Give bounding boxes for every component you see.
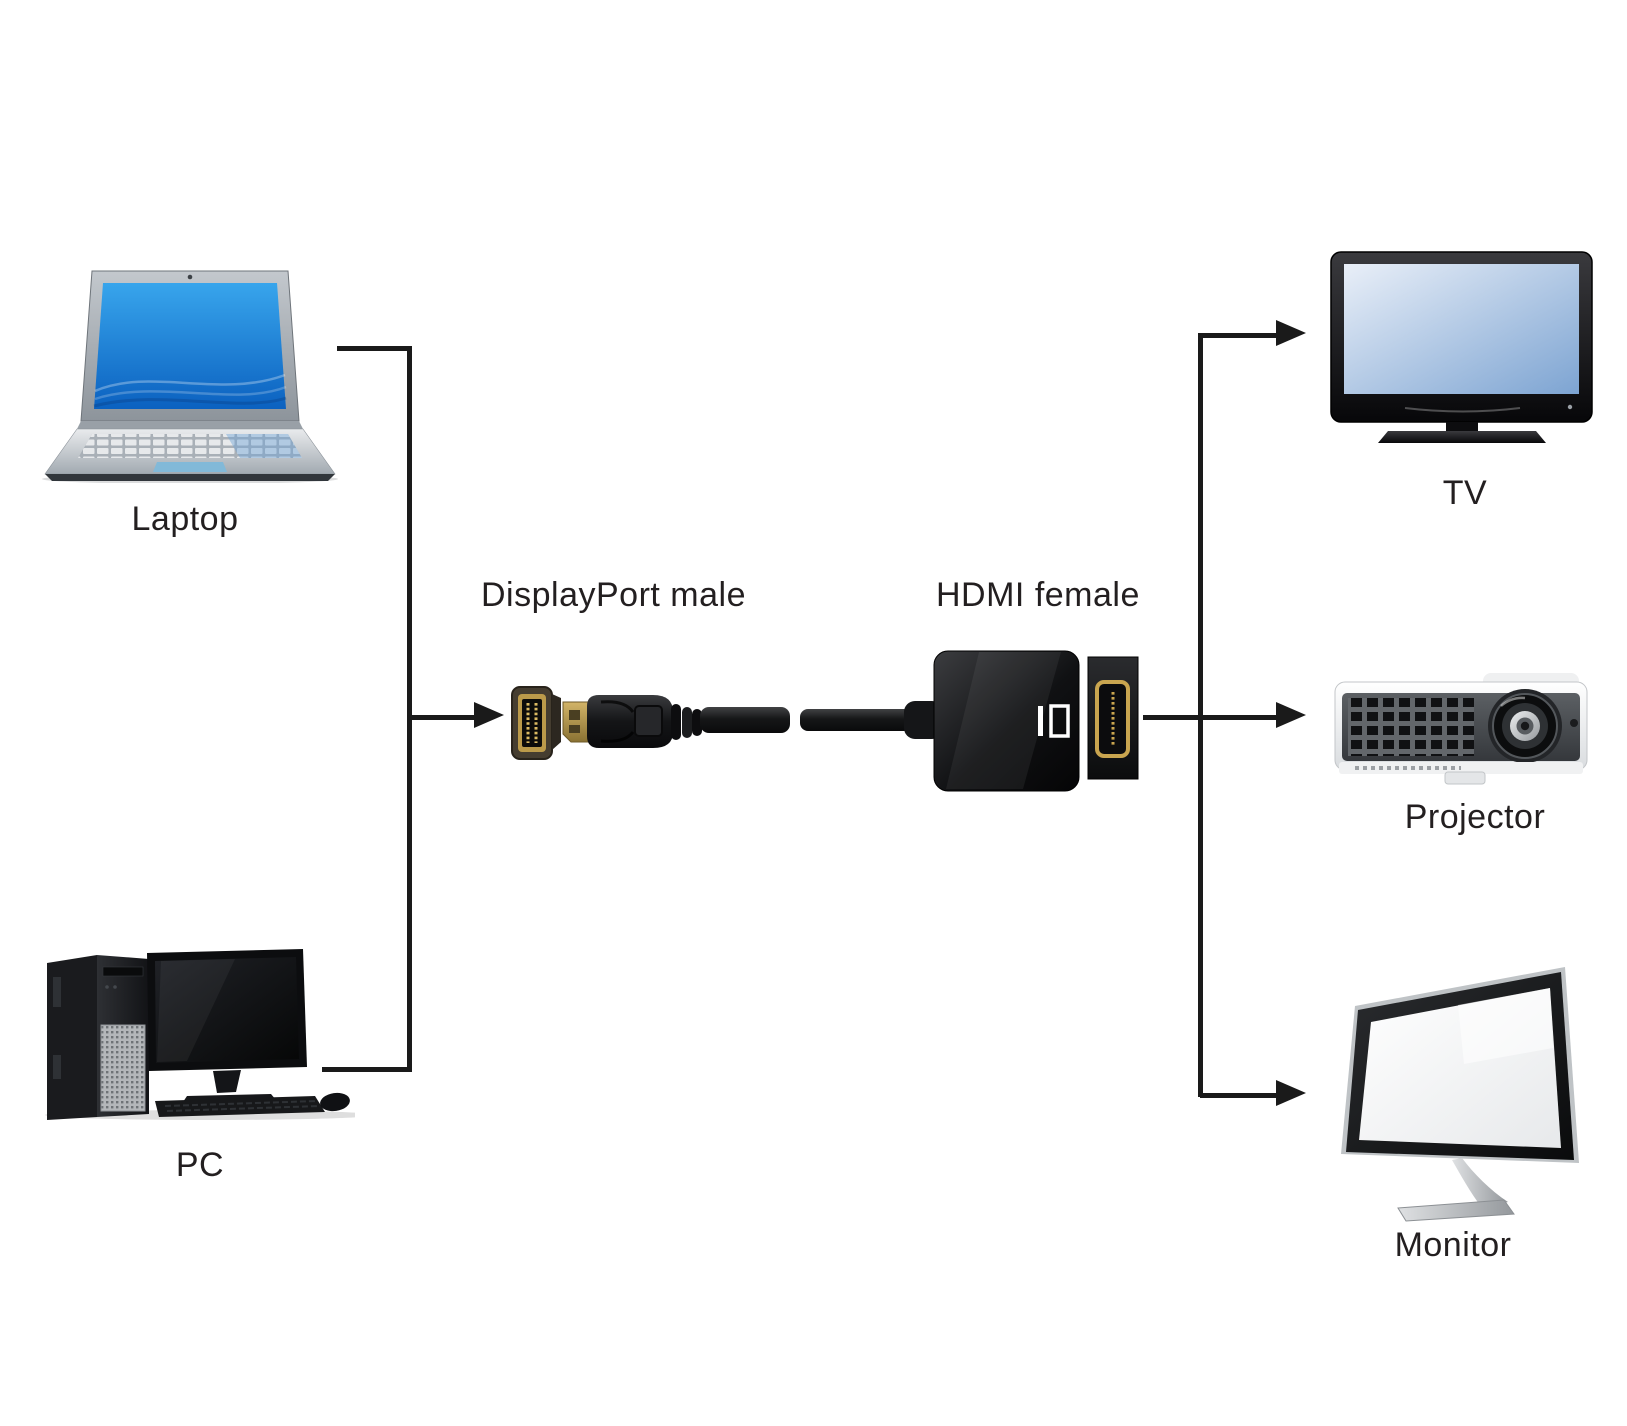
pc-optical-drive (102, 966, 144, 977)
arrowhead-to-monitor-icon (1276, 1080, 1306, 1106)
tv-stand-neck (1446, 422, 1478, 431)
tv-bezel-glint (1404, 407, 1521, 413)
adapter-logo-screen (1049, 704, 1070, 738)
displayport-connector-slot (522, 699, 542, 747)
displayport-plug-tip-pin (569, 725, 580, 733)
laptop-image (42, 270, 338, 483)
displayport-plug-tip (562, 701, 591, 743)
hdmi-female-label: HDMI female (936, 576, 1140, 614)
projector-lens-pupil (1520, 721, 1530, 731)
monitor-stand-neck (1452, 1158, 1508, 1208)
pc-image (45, 949, 355, 1120)
monitor-screen-reflection (1458, 988, 1553, 1064)
connector-line-right-vertical (1198, 333, 1203, 1097)
displayport-plug-image (562, 695, 790, 748)
displayport-plug-button (634, 705, 663, 737)
cable-wrinkle (671, 704, 681, 740)
displayport-plug-tip-pin (569, 710, 580, 720)
pc-usb-ports (113, 985, 117, 989)
arrowhead-to-projector-icon (1276, 702, 1306, 728)
laptop-keyboard-reflection (226, 434, 302, 458)
pc-label: PC (175, 1146, 225, 1184)
hdmi-port-image (1087, 656, 1139, 780)
connector-line-to-tv (1200, 333, 1277, 338)
projector-lens-highlight (1500, 696, 1526, 707)
pc-power-button (105, 985, 109, 989)
adapter-cable-image (511, 650, 1139, 792)
laptop-screen (94, 283, 286, 409)
adapter-body (933, 650, 1080, 792)
tv-indicator-dot (1567, 404, 1573, 410)
laptop-keyboard-keys (78, 434, 302, 458)
pc-monitor-screen (155, 957, 299, 1063)
cable-wrinkle (682, 707, 692, 738)
pc-monitor-stand (213, 1070, 241, 1093)
adapter-body-image (933, 650, 1080, 792)
pc-tower-vent (53, 977, 61, 1007)
tv-stand-base (1378, 431, 1546, 443)
tv-screen (1344, 264, 1579, 394)
connector-line-to-monitor (1200, 1093, 1277, 1098)
projector-image (1334, 673, 1588, 785)
cable-strain-relief (904, 701, 943, 739)
projector-ir-sensor-dot (1570, 719, 1578, 727)
laptop-webcam-dot (187, 274, 193, 280)
connector-line-pc (322, 1067, 412, 1072)
pc-mouse (320, 1092, 350, 1112)
laptop-front-edge (45, 474, 335, 481)
monitor-label: Monitor (1394, 1226, 1512, 1264)
laptop-touchpad (153, 462, 227, 472)
arrowhead-to-adapter-icon (474, 702, 504, 728)
connector-line-from-adapter (1143, 715, 1277, 720)
displayport-male-label: DisplayPort male (481, 576, 746, 614)
laptop-wallpaper-wave (94, 373, 286, 393)
cable-segment-right (800, 709, 912, 731)
pc-keyboard-keys (164, 1100, 321, 1112)
tv-label: TV (1442, 474, 1488, 512)
cable-wrinkle (692, 709, 702, 736)
monitor-image (1341, 967, 1579, 1222)
pc-tower-vent (53, 1055, 61, 1079)
laptop-label: Laptop (131, 500, 239, 538)
adapter-body-gloss (946, 652, 1061, 789)
laptop-wallpaper-wave (93, 396, 287, 408)
monitor-stand-base (1397, 1199, 1515, 1222)
projector-foot (1444, 771, 1486, 785)
connector-line-to-adapter (412, 715, 475, 720)
connector-line-laptop (337, 346, 411, 351)
laptop-hinge (77, 421, 303, 429)
pc-monitor-reflection (157, 959, 235, 1062)
arrowhead-to-tv-icon (1276, 320, 1306, 346)
connector-line-left-vertical (407, 346, 412, 1072)
cable-segment-left (700, 707, 790, 733)
displayport-connector-image (511, 686, 561, 760)
projector-vent-grille (1348, 698, 1474, 756)
tv-image (1330, 251, 1593, 443)
laptop-wallpaper-wave (94, 385, 287, 401)
displayport-connector-side (552, 694, 561, 750)
adapter-logo-bar (1038, 706, 1043, 736)
projector-label: Projector (1404, 798, 1546, 836)
displayport-plug-latch-curve (600, 700, 635, 743)
pc-tower-grille (100, 1024, 146, 1112)
